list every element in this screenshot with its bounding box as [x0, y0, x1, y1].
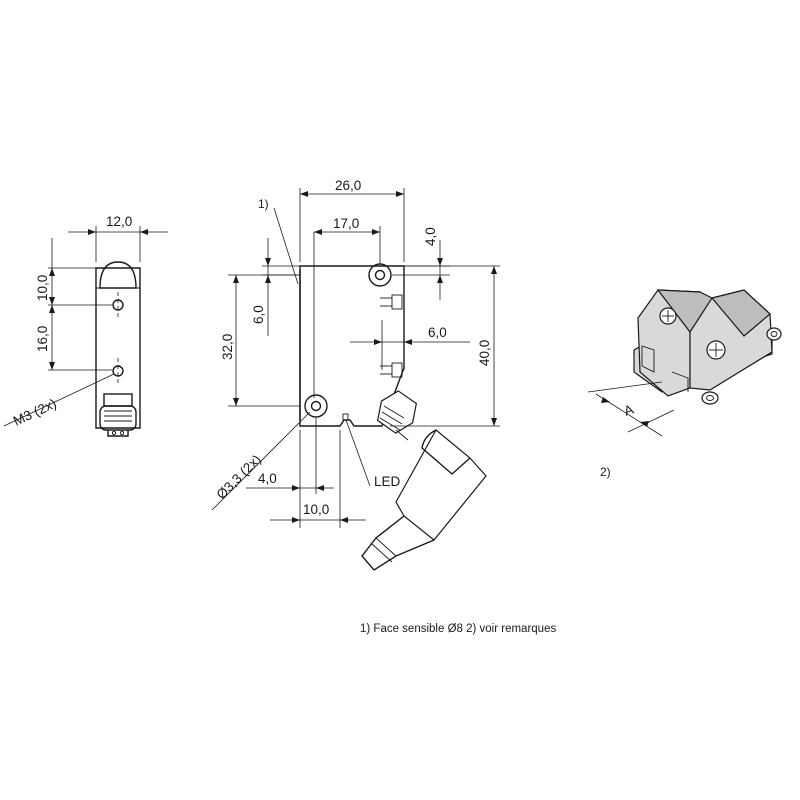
side-view-connector [99, 393, 137, 437]
front-view-hole-bottom [304, 394, 328, 418]
dim-thread: M3 (2x) [11, 396, 59, 429]
dim-side-width: 12,0 [106, 214, 132, 229]
sensing-face-marker: 1) [258, 197, 269, 211]
dim-hole-diameter: Ø3,3 (2x) [214, 452, 264, 502]
side-view-body [95, 267, 141, 429]
dim-front-hole-offset: 6,0 [251, 305, 266, 324]
dim-front-height: 40,0 [477, 340, 492, 366]
front-view-cable [361, 429, 487, 571]
dim-front-led-offset: 6,0 [428, 325, 447, 340]
dim-side-middle: 16,0 [35, 326, 50, 352]
side-view: 12,0 10,0 16,0 M3 (2x) [3, 214, 168, 437]
dim-front-width: 26,0 [335, 178, 361, 193]
side-view-lens [99, 261, 137, 289]
front-view-led-slots [380, 294, 403, 378]
iso-hole-front [701, 391, 719, 405]
dim-front-offset: 17,0 [333, 216, 359, 231]
dim-front-top-right: 4,0 [423, 227, 438, 246]
front-view-body [299, 265, 405, 427]
isometric-view: A 2) [587, 289, 782, 479]
dim-front-hole-spacing: 32,0 [220, 334, 235, 360]
iso-hole-right [766, 327, 782, 341]
dim-bottom-large: 10,0 [303, 502, 329, 517]
front-view-hole-top [368, 263, 392, 287]
dim-bottom-small: 4,0 [258, 471, 277, 486]
led-label: LED [374, 474, 401, 489]
front-view: 1) 26,0 17,0 4,0 6,0 [211, 178, 500, 571]
iso-dimension-a: A [622, 402, 636, 419]
remark-marker: 2) [600, 465, 611, 479]
front-view-connector [377, 390, 417, 441]
led-indicator [342, 413, 349, 421]
dim-side-top: 10,0 [35, 275, 50, 301]
footnote: 1) Face sensible Ø8 2) voir remarques [360, 623, 556, 635]
